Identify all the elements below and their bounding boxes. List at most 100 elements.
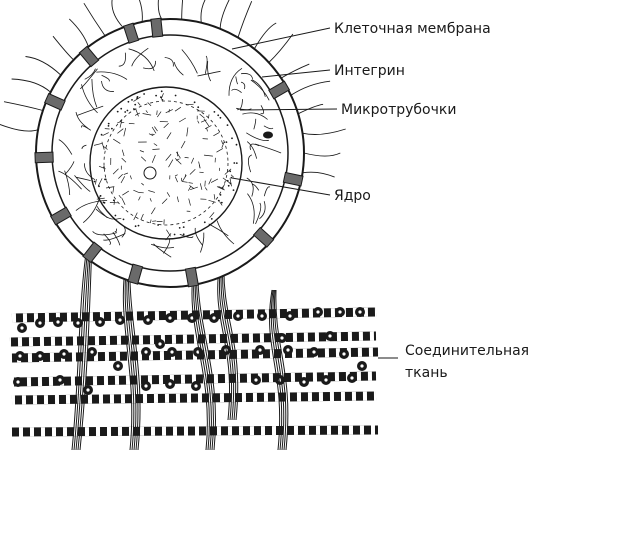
anchor-filament <box>217 261 231 421</box>
nuclear-granule <box>99 195 102 197</box>
chromatin-strand <box>152 148 160 150</box>
nucleus-outline <box>89 86 243 240</box>
cytoskeleton-strand <box>101 74 110 82</box>
nuclear-granule <box>137 224 140 227</box>
nuclear-granule <box>235 143 238 146</box>
surface-fiber <box>297 103 324 115</box>
cytoskeleton-strand <box>242 112 268 120</box>
nuclear-granule <box>173 233 176 236</box>
chromatin-strand <box>189 168 196 175</box>
chromatin-strand <box>185 103 194 106</box>
leader-nucleus <box>231 177 331 196</box>
chromatin-strand <box>96 197 105 200</box>
cytoskeleton-strand <box>259 201 266 220</box>
integrins <box>34 17 304 288</box>
cell-body <box>35 18 305 288</box>
integrin <box>82 241 103 264</box>
chromatin-strand <box>219 201 223 206</box>
surface-fiber <box>237 1 253 38</box>
nuclear-granule <box>227 184 230 187</box>
cytoskeleton-strand <box>76 176 91 181</box>
anchor-filament <box>127 261 139 451</box>
nuclear-granule <box>182 233 185 236</box>
nuclear-granule <box>203 221 206 224</box>
collagen-striation <box>13 371 377 387</box>
fibroblast-dot-core <box>302 380 306 384</box>
integrin <box>150 17 164 38</box>
nuclear-granule <box>136 96 139 98</box>
chromatin-strand <box>174 158 182 165</box>
cytoskeleton-strand <box>252 79 266 97</box>
nuclear-granule <box>120 107 123 110</box>
nucleolus <box>143 166 157 180</box>
chromatin-strand <box>133 189 139 193</box>
chromatin-strand <box>229 178 232 187</box>
chromatin-strand <box>174 176 178 183</box>
cytoskeleton-strand <box>237 99 243 111</box>
chromatin-strand <box>151 126 157 134</box>
collagen-striation <box>9 331 377 347</box>
nuclear-granule <box>155 94 158 97</box>
anchor-filament <box>124 261 135 451</box>
chromatin-strand <box>174 174 178 177</box>
chromatin-strand <box>119 119 123 128</box>
chromatin-strand <box>120 176 126 184</box>
chromatin-strand <box>98 165 106 170</box>
fibroblast-dot-core <box>170 350 174 354</box>
cytoskeleton-strand <box>255 202 262 225</box>
chromatin-strand <box>204 125 212 130</box>
chromatin-strand <box>118 194 122 199</box>
fibroblast-dot-core <box>194 384 198 388</box>
nuclear-granule <box>103 201 106 204</box>
fibroblast-dot-core <box>20 326 24 330</box>
nuclear-granule <box>126 109 129 112</box>
chromatin-strand <box>165 109 173 114</box>
fibroblast-dot-core <box>62 352 66 356</box>
chromatin-strand <box>163 122 169 129</box>
nuclear-granule <box>160 96 162 99</box>
chromatin-strand <box>182 181 188 183</box>
fibroblast-dot-core <box>118 318 122 322</box>
chromatin-strand <box>118 173 123 179</box>
fibroblast-dot-core <box>350 376 354 380</box>
label-integrin: Интегрин <box>334 63 405 79</box>
collagen-striation <box>11 425 379 437</box>
cytoskeleton-strand <box>91 78 98 108</box>
cytoskeleton-strand <box>263 186 271 197</box>
cytoskeleton-strand <box>164 57 174 67</box>
fibroblast-dot-core <box>280 336 284 340</box>
nuclear-granule <box>111 127 113 130</box>
chromatin-strand <box>208 178 212 185</box>
chromatin-strand <box>188 198 191 206</box>
fibroblast-dot-core <box>286 348 290 352</box>
nuclear-granule <box>219 116 222 119</box>
anchor-filament <box>223 261 239 421</box>
anchor-filaments <box>71 239 289 451</box>
chromatin-strand <box>133 96 141 102</box>
surface-fiber <box>83 2 106 37</box>
integrin <box>268 80 291 100</box>
chromatin-strand <box>148 133 154 137</box>
cytoskeleton-strand <box>82 194 101 224</box>
chromatin-strand <box>199 183 203 190</box>
fibroblast-dot-core <box>38 321 42 325</box>
anchor-filament <box>197 267 217 451</box>
cytoskeleton-strand <box>64 170 71 196</box>
cytoskeleton-strand <box>204 55 208 74</box>
chromatin-strand <box>121 121 125 124</box>
surface-fiber <box>219 0 230 29</box>
chromatin-strand <box>137 102 141 106</box>
leader-membrane <box>231 27 331 50</box>
chromatin-strand <box>121 197 126 205</box>
chromatin-strand <box>165 233 172 241</box>
surface-fiber <box>302 128 346 135</box>
fibroblast-dot-core <box>168 382 172 386</box>
chromatin-strand <box>166 132 172 140</box>
cytoskeleton-strand <box>163 238 171 254</box>
surface-fiber <box>200 0 206 23</box>
nuclear-granule <box>112 199 115 202</box>
cytoskeleton-strand <box>84 68 96 80</box>
cytoskeleton-strand <box>246 141 258 159</box>
fibroblast-dot-core <box>212 316 216 320</box>
nuclear-granule <box>107 125 110 127</box>
